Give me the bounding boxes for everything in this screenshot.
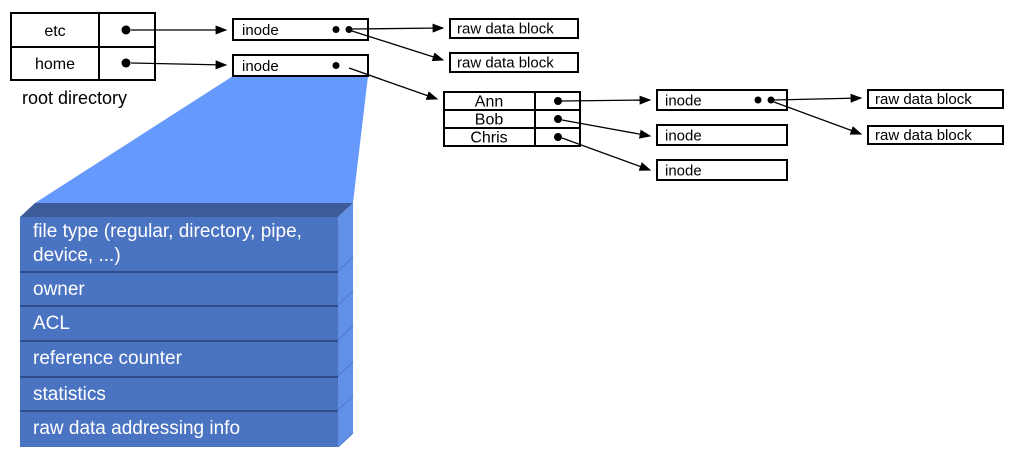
raw-data-block-label: raw data block xyxy=(457,21,554,38)
stack-side-face xyxy=(338,203,353,447)
pointer-dot xyxy=(332,26,340,33)
inode-box-ann: inode xyxy=(656,89,788,111)
inode-field-reference-counter: reference counter xyxy=(20,340,338,376)
arrow-bob-to-inode xyxy=(561,119,652,139)
arrow-inode-etc-to-rawblock-1 xyxy=(351,23,445,33)
raw-data-block-3: raw data block xyxy=(867,89,1004,109)
raw-data-block-label: raw data block xyxy=(875,127,972,144)
raw-data-block-4: raw data block xyxy=(867,125,1004,145)
raw-data-block-1: raw data block xyxy=(449,18,579,39)
pointer-dot-home xyxy=(121,58,131,68)
arrow-chris-to-inode xyxy=(561,137,652,171)
inode-field-file-type: file type (regular, directory, pipe, dev… xyxy=(20,217,338,271)
root-entry-etc: etc xyxy=(44,23,65,40)
inode-box-etc: inode xyxy=(232,18,369,41)
root-entry-home: home xyxy=(35,56,75,73)
inode-box-bob: inode xyxy=(656,124,788,146)
pointer-dot xyxy=(767,96,775,104)
stack-top-face xyxy=(20,203,353,217)
pointer-dot-etc xyxy=(121,25,131,35)
arrow-inode-etc-to-rawblock-2 xyxy=(351,30,445,62)
inode-field-acl: ACL xyxy=(20,305,338,340)
arrow-inode-ann-to-rawblock-3 xyxy=(773,93,863,103)
inode-box-chris: inode xyxy=(656,159,788,181)
root-directory-label: root directory xyxy=(22,88,127,108)
raw-data-block-label: raw data block xyxy=(457,55,554,72)
inode-label: inode xyxy=(242,22,279,39)
inode-label: inode xyxy=(665,93,702,110)
arrow-inode-home-to-dir-table xyxy=(348,67,439,100)
inode-label: inode xyxy=(665,163,702,180)
raw-data-block-label: raw data block xyxy=(875,91,972,108)
pointer-dot xyxy=(345,26,353,33)
pointer-dot-bob xyxy=(554,115,562,123)
dir-entry-bob: Bob xyxy=(475,112,504,129)
arrow-ann-to-inode xyxy=(561,95,652,105)
raw-data-block-2: raw data block xyxy=(449,52,579,73)
root-directory-table: etc home xyxy=(10,12,156,81)
inode-box-home: inode xyxy=(232,54,369,77)
inode-label: inode xyxy=(665,128,702,145)
inode-field-owner: owner xyxy=(20,271,338,305)
pointer-arrows xyxy=(130,23,863,171)
home-directory-table: Ann Bob Chris xyxy=(443,91,581,147)
pointer-dot-chris xyxy=(554,133,562,141)
inode-field-statistics: statistics xyxy=(20,376,338,410)
pointer-dot xyxy=(332,62,340,69)
pointer-dot-ann xyxy=(554,97,562,105)
pointer-dot xyxy=(754,96,762,104)
inode-detail-stack: file type (regular, directory, pipe, dev… xyxy=(20,217,338,447)
dir-entry-chris: Chris xyxy=(470,130,507,147)
stack-side-edges xyxy=(337,256,354,448)
arrow-inode-ann-to-rawblock-4 xyxy=(773,101,863,135)
inode-field-raw-data-addressing: raw data addressing info xyxy=(20,410,338,447)
dir-entry-ann: Ann xyxy=(475,94,503,111)
inode-label: inode xyxy=(242,58,279,75)
arrow-home-to-inode xyxy=(130,60,228,70)
inode-zoom-funnel xyxy=(35,76,368,203)
